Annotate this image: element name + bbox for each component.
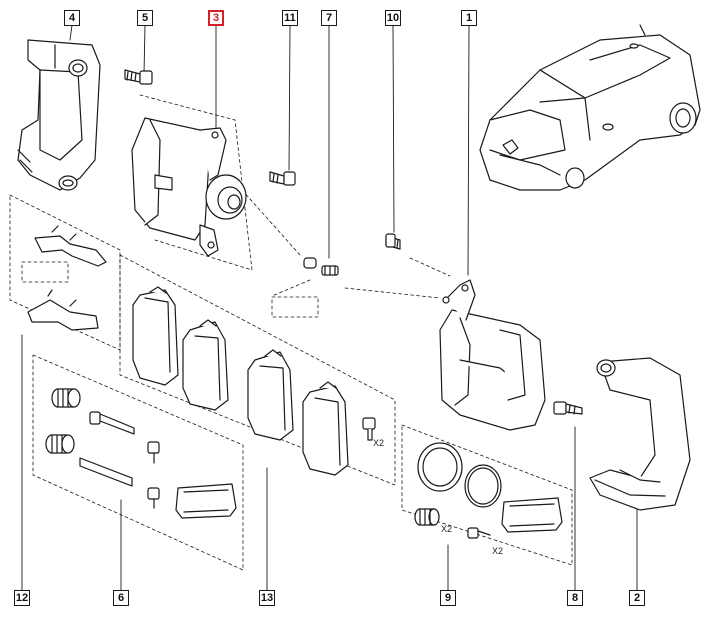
caliper-bolt-lower xyxy=(385,233,401,250)
pad-spring-clips xyxy=(27,225,107,331)
callout-1: 1 xyxy=(461,10,477,26)
vehicle-illustration xyxy=(479,24,701,191)
qty-note-pad-screw: X2 xyxy=(373,438,385,448)
callout-12: 12 xyxy=(14,590,30,606)
callout-3-highlighted: 3 xyxy=(208,10,224,26)
bleed-screw-kit xyxy=(303,257,339,276)
caliper-bracket-lower xyxy=(589,357,691,511)
callout-9: 9 xyxy=(440,590,456,606)
label-boxes xyxy=(21,261,319,318)
callout-13: 13 xyxy=(259,590,275,606)
callout-7: 7 xyxy=(321,10,337,26)
caliper-bracket-upper xyxy=(17,39,101,191)
callout-2: 2 xyxy=(629,590,645,606)
bracket-bolt-upper xyxy=(124,69,153,85)
slide-pin-kit xyxy=(45,388,237,519)
callout-10: 10 xyxy=(385,10,401,26)
brake-caliper-upper xyxy=(131,117,247,257)
bracket-bolt-lower xyxy=(553,401,583,415)
qty-note-boot: X2 xyxy=(441,524,453,534)
caliper-seal-kit xyxy=(414,442,563,539)
callout-4: 4 xyxy=(64,10,80,26)
caliper-bolt xyxy=(269,171,296,186)
pad-screw xyxy=(362,417,376,441)
brake-pads xyxy=(132,286,349,476)
callout-5: 5 xyxy=(137,10,153,26)
brake-caliper-right xyxy=(439,279,546,431)
callout-11: 11 xyxy=(282,10,298,26)
qty-note-small-screw: X2 xyxy=(492,546,504,556)
callout-8: 8 xyxy=(567,590,583,606)
callout-6: 6 xyxy=(113,590,129,606)
leader-lines xyxy=(21,24,638,591)
